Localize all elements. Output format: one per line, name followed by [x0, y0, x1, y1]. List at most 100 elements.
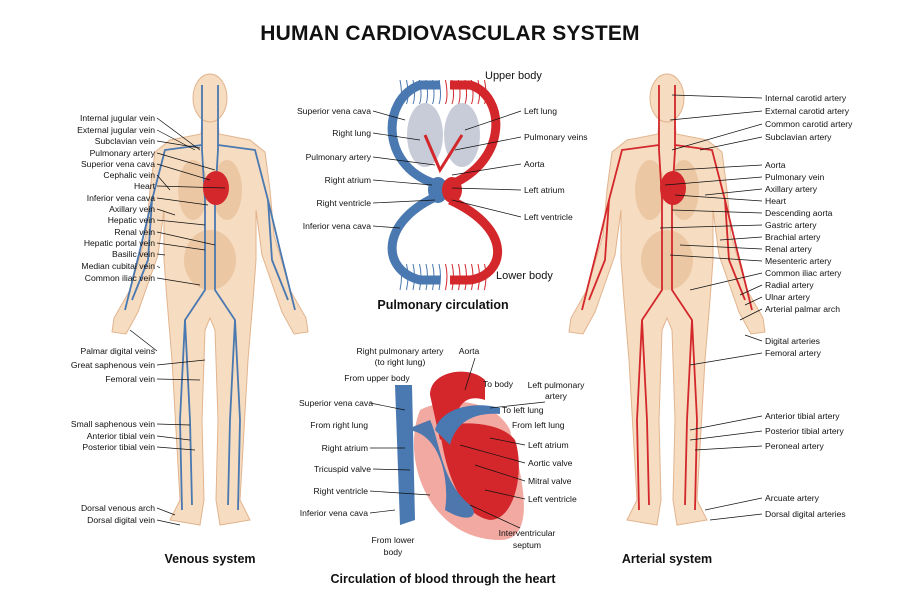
leader-line — [744, 334, 763, 342]
capillary — [477, 79, 480, 105]
leader-line — [454, 136, 522, 151]
leader-line — [156, 507, 176, 516]
arterial-label: Arcuate artery — [765, 493, 819, 503]
venous-label: Hepatic portal vein — [83, 238, 155, 248]
venous-label: Axillary vein — [109, 204, 155, 214]
abdomen — [641, 230, 693, 290]
leader-line — [464, 357, 476, 391]
capillary — [419, 263, 422, 291]
leader-line — [474, 464, 526, 482]
venous-label: Dorsal venous arch — [80, 503, 155, 513]
venous-label: Hepatic vein — [107, 215, 155, 225]
arterial-label: Internal carotid artery — [765, 93, 847, 103]
leader-line — [484, 489, 526, 500]
capillary — [432, 263, 435, 291]
arterial-label: Brachial artery — [765, 232, 821, 242]
leader-line — [372, 225, 401, 229]
leader-line — [156, 423, 191, 426]
upper-body-label: Upper body — [485, 70, 542, 82]
vessel — [214, 85, 241, 511]
heart-label: septum — [512, 540, 542, 550]
leader-line — [489, 401, 546, 409]
capillary — [445, 263, 448, 291]
heart-label: Left ventricle — [528, 494, 577, 504]
pulmonary-label: Left ventricle — [524, 212, 573, 222]
leader-line — [451, 199, 522, 218]
heart-label: To body — [483, 379, 514, 389]
capillary — [399, 79, 402, 105]
capillary — [406, 263, 409, 291]
leader-line — [739, 284, 763, 296]
pulmonary-label: Pulmonary veins — [524, 132, 588, 142]
lower-body-label: Lower body — [496, 270, 553, 282]
venous-label: Palmar digital veins — [80, 346, 155, 356]
venous-label: Cephalic vein — [103, 170, 155, 180]
leader-line — [709, 513, 763, 521]
vessel — [227, 319, 236, 506]
arterial-label: Common carotid artery — [765, 119, 853, 129]
leader-line — [156, 197, 209, 206]
leader-line — [369, 509, 396, 514]
leader-line — [451, 163, 522, 176]
leader-line — [744, 296, 763, 306]
heart-label: Right atrium — [321, 443, 368, 453]
heart-caption: Circulation of blood through the heart — [330, 572, 556, 586]
leader-line — [156, 265, 161, 269]
leader-line — [469, 504, 521, 529]
leader-line — [671, 94, 763, 99]
leader-line — [156, 140, 201, 149]
heart-label: Left atrium — [528, 440, 569, 450]
left-ventricle — [440, 423, 519, 520]
vena-cava — [395, 385, 415, 525]
pulmonary-label: Right lung — [332, 128, 371, 138]
head — [192, 73, 228, 123]
heart-label: From lower — [371, 535, 415, 545]
capillary — [477, 263, 480, 291]
leader-line — [659, 224, 763, 229]
arterial-label: Subclavian artery — [765, 132, 832, 142]
leader-line — [719, 236, 763, 241]
venous-label: Great saphenous vein — [70, 360, 155, 370]
venous-label: Heart — [133, 181, 155, 191]
pulmonary-trunk — [435, 405, 500, 445]
leader-line — [674, 194, 763, 202]
vessel — [131, 199, 153, 301]
capillary — [425, 263, 428, 291]
leader-line — [156, 446, 196, 451]
arterial-label: Peroneal artery — [765, 441, 824, 451]
arterial-label: Anterior tibial artery — [765, 411, 840, 421]
heart-label: (to right lung) — [374, 357, 426, 367]
head — [649, 73, 685, 123]
page-title: HUMAN CARDIOVASCULAR SYSTEM — [260, 22, 640, 45]
heart-label: Aorta — [458, 346, 480, 356]
right-ventricle — [405, 420, 474, 518]
capillary — [412, 263, 415, 291]
right-heart — [428, 177, 448, 203]
heart-label: From left lung — [512, 420, 565, 430]
leader-line — [689, 415, 763, 431]
heart-label: Interventricular — [498, 528, 556, 538]
vessel — [724, 199, 746, 301]
leader-line — [156, 435, 191, 441]
venous-label: Small saphenous vein — [70, 419, 155, 429]
pulmonary-diagram — [387, 79, 503, 291]
arterial-label: Mesenteric artery — [765, 256, 832, 266]
leader-line — [704, 497, 763, 511]
leader-line — [156, 253, 166, 256]
aorta-loop — [448, 80, 501, 190]
heart-diagram — [395, 371, 524, 540]
venous-label: Median cubital vein — [81, 261, 155, 271]
vessel — [684, 319, 693, 506]
leader-line — [372, 179, 433, 186]
capillary — [419, 79, 422, 105]
capillary — [438, 263, 441, 291]
venous-body — [111, 73, 309, 526]
capillary — [406, 79, 409, 105]
arterial-label: Common iliac artery — [765, 268, 842, 278]
leader-line — [156, 174, 171, 191]
leader-line — [451, 187, 522, 191]
heart-label: Inferior vena cava — [299, 508, 368, 518]
right-lung — [635, 160, 665, 220]
vessel — [184, 319, 193, 506]
